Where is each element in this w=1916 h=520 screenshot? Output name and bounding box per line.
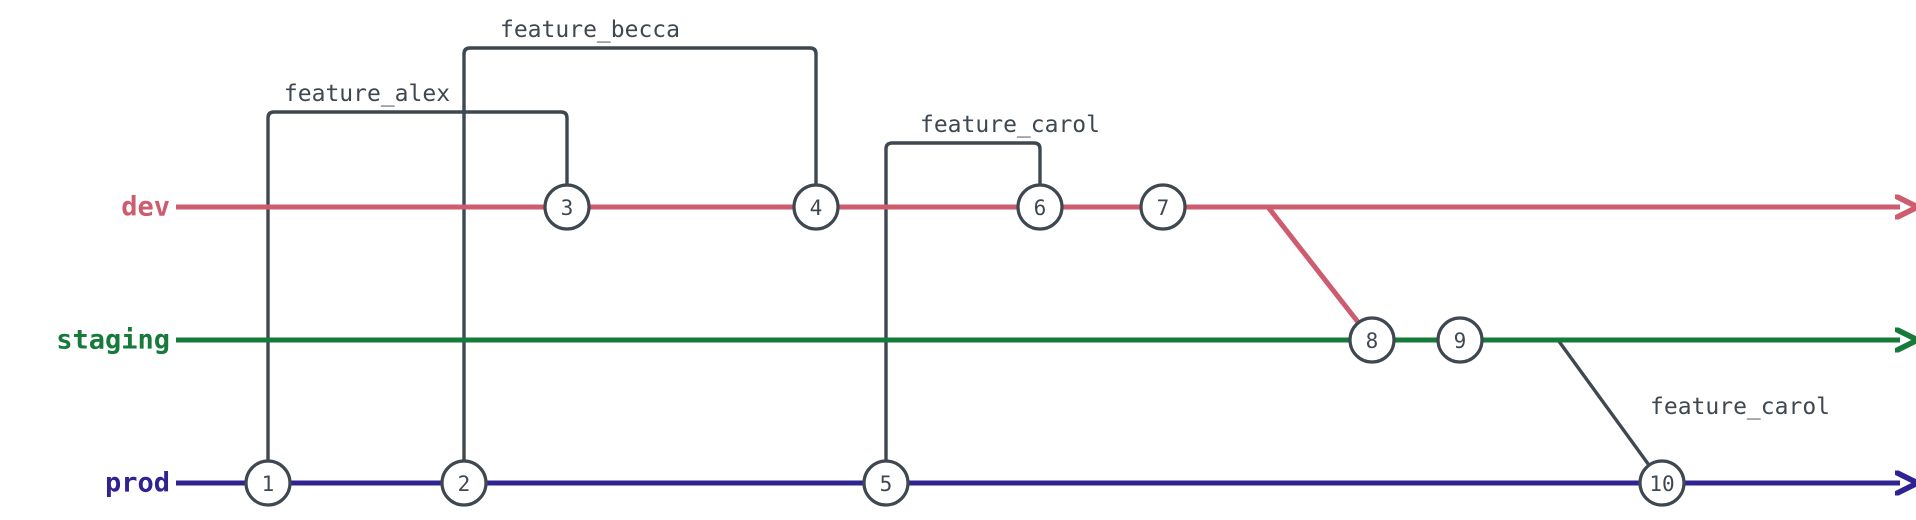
branch-line-layer: [176, 207, 1900, 483]
commit-circle-7[interactable]: [1139, 183, 1187, 231]
commit-node-3[interactable]: 3: [543, 183, 591, 231]
commit-node-9[interactable]: 9: [1436, 316, 1484, 364]
commit-node-7[interactable]: 7: [1139, 183, 1187, 231]
commit-label-7: 7: [1157, 196, 1170, 220]
commit-circle-8[interactable]: [1348, 316, 1396, 364]
feature-branch-path-feature_becca: [462, 46, 818, 483]
commit-node-1[interactable]: 1: [244, 459, 292, 507]
feature-branch-path-feature_carol: [884, 141, 1042, 483]
commit-circle-3[interactable]: [543, 183, 591, 231]
deploy-staging-to-prod: [1556, 339, 1664, 484]
branch-label-staging[interactable]: staging: [56, 325, 170, 356]
commit-label-2: 2: [458, 472, 471, 496]
branch-label-prod[interactable]: prod: [105, 468, 170, 499]
commit-circle-4[interactable]: [792, 183, 840, 231]
feature-branch-feature_carol: [884, 141, 1042, 483]
commit-circle-6[interactable]: [1016, 183, 1064, 231]
feature-branch-label-feature_becca: feature_becca: [500, 17, 680, 43]
commit-label-1: 1: [262, 472, 275, 496]
commit-label-6: 6: [1034, 196, 1047, 220]
branch-label-dev[interactable]: dev: [121, 192, 170, 223]
merge-line-layer: [1266, 205, 1374, 342]
commit-node-layer: 1 2 3 4 5 6 7 8 9 10: [244, 183, 1686, 507]
commit-node-2[interactable]: 2: [440, 459, 488, 507]
branch-label-layer: feature_alexfeature_beccafeature_carolfe…: [56, 17, 1830, 499]
commit-label-8: 8: [1366, 329, 1379, 353]
commit-label-9: 9: [1454, 329, 1467, 353]
feature-branch-label-feature_carol: feature_carol: [920, 112, 1100, 138]
commit-node-10[interactable]: 10: [1638, 459, 1686, 507]
commit-circle-1[interactable]: [244, 459, 292, 507]
commit-node-5[interactable]: 5: [862, 459, 910, 507]
commit-label-3: 3: [561, 196, 574, 220]
deploy-branch-layer: [1556, 339, 1664, 484]
feature-branch-feature_alex: [266, 110, 569, 483]
feature-branch-feature_becca: [462, 46, 818, 483]
commit-node-4[interactable]: 4: [792, 183, 840, 231]
commit-circle-5[interactable]: [862, 459, 910, 507]
deploy-label-staging-to-prod: feature_carol: [1650, 394, 1830, 420]
commit-circle-10[interactable]: [1638, 459, 1686, 507]
commit-circle-9[interactable]: [1436, 316, 1484, 364]
commit-node-8[interactable]: 8: [1348, 316, 1396, 364]
merge-path-dev-to-staging: [1266, 205, 1374, 342]
feature-branch-label-feature_alex: feature_alex: [284, 81, 450, 107]
commit-label-10: 10: [1649, 472, 1674, 496]
commit-label-5: 5: [880, 472, 893, 496]
feature-branch-path-feature_alex: [266, 110, 569, 483]
feature-branch-layer: [266, 46, 1042, 483]
deploy-path-staging-to-prod: [1556, 339, 1664, 484]
commit-circle-2[interactable]: [440, 459, 488, 507]
commit-label-4: 4: [810, 196, 823, 220]
commit-node-6[interactable]: 6: [1016, 183, 1064, 231]
